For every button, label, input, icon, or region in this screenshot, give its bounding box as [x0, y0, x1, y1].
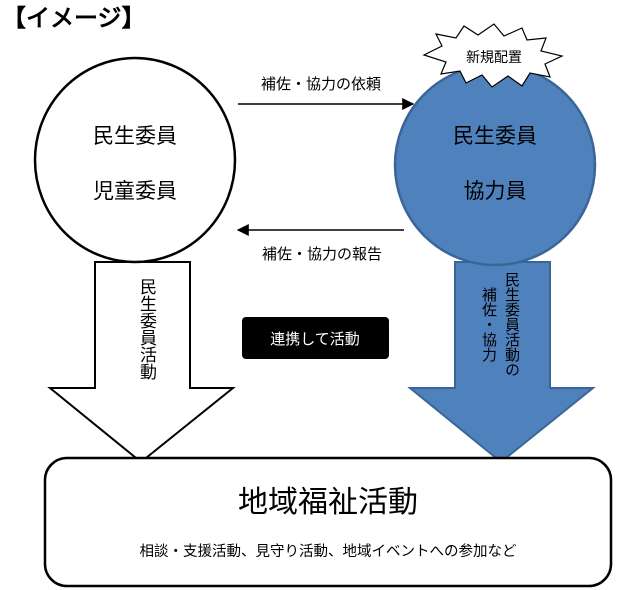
- bottom-box-subtitle: 相談・支援活動、見守り活動、地域イベントへの参加など: [140, 543, 517, 560]
- top-arrow-label: 補佐・協力の依頼: [261, 75, 381, 93]
- heading: 【イメージ】: [2, 4, 146, 32]
- left-circle: [33, 56, 237, 264]
- right-down-arrow: [407, 261, 596, 464]
- bottom-arrow-label: 補佐・協力の報告: [262, 245, 382, 263]
- right-down-arrow-label-col2: 補佐・協力: [480, 287, 498, 363]
- left-circle-line1: 民生委員: [93, 124, 177, 148]
- center-label-box: [242, 317, 389, 359]
- right-circle: [393, 63, 597, 267]
- bottom-box-title: 地域福祉活動: [238, 485, 418, 520]
- starburst-shape: [422, 23, 564, 88]
- left-down-arrow: [47, 261, 236, 464]
- center-label: 連携して活動: [270, 330, 360, 348]
- right-down-arrow-label-col1: 民生委員活動の: [503, 272, 521, 377]
- starburst-label: 新規配置: [466, 50, 522, 66]
- left-down-arrow-label: 民生委員活動: [136, 278, 157, 381]
- right-circle-line2: 協力員: [464, 179, 527, 203]
- left-circle-line2: 児童委員: [93, 179, 177, 203]
- bottom-box: [43, 456, 613, 588]
- right-circle-line1: 民生委員: [453, 124, 537, 148]
